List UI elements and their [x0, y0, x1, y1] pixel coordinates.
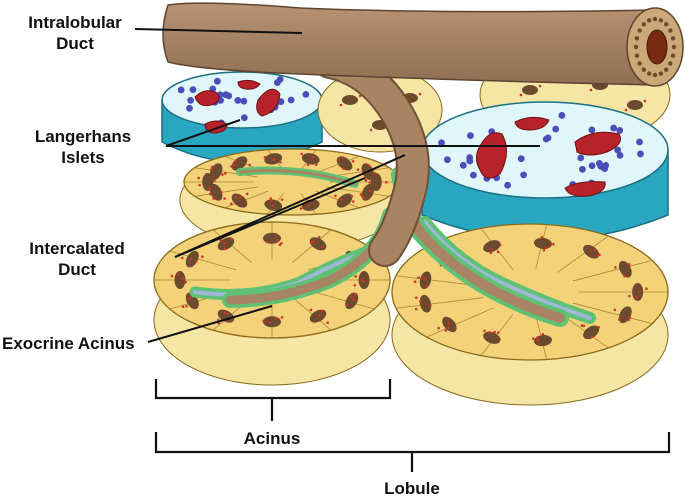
label-langerhans-islets: Langerhans Islets: [8, 126, 158, 168]
intralobular-duct: [162, 2, 684, 267]
label-langerhans-line1: Langerhans: [34, 127, 132, 146]
leader-intralobular: [134, 28, 303, 34]
leader-exocrine: [147, 305, 273, 343]
label-acinus: Acinus: [243, 429, 301, 448]
leader-lines: [134, 28, 540, 343]
leader-langerhans-left: [165, 119, 241, 147]
brackets: [154, 379, 671, 472]
label-intercalated-line2: Duct: [58, 260, 96, 279]
label-langerhans-line2: Islets: [61, 148, 105, 167]
label-lobule: Lobule: [384, 479, 440, 498]
right-islet: [421, 101, 669, 241]
label-exocrine-acinus: Exocrine Acinus: [2, 334, 135, 353]
front-right-acinus: [391, 216, 669, 406]
label-intercalated-line1: Intercalated: [29, 239, 125, 258]
label-intercalated-duct: Intercalated Duct: [2, 238, 152, 280]
label-intralobular-line1: Intralobular: [28, 13, 122, 32]
label-intralobular-duct: Intralobular Duct: [0, 12, 150, 54]
leader-intercalated-2: [174, 154, 406, 258]
label-intralobular-line2: Duct: [56, 34, 94, 53]
